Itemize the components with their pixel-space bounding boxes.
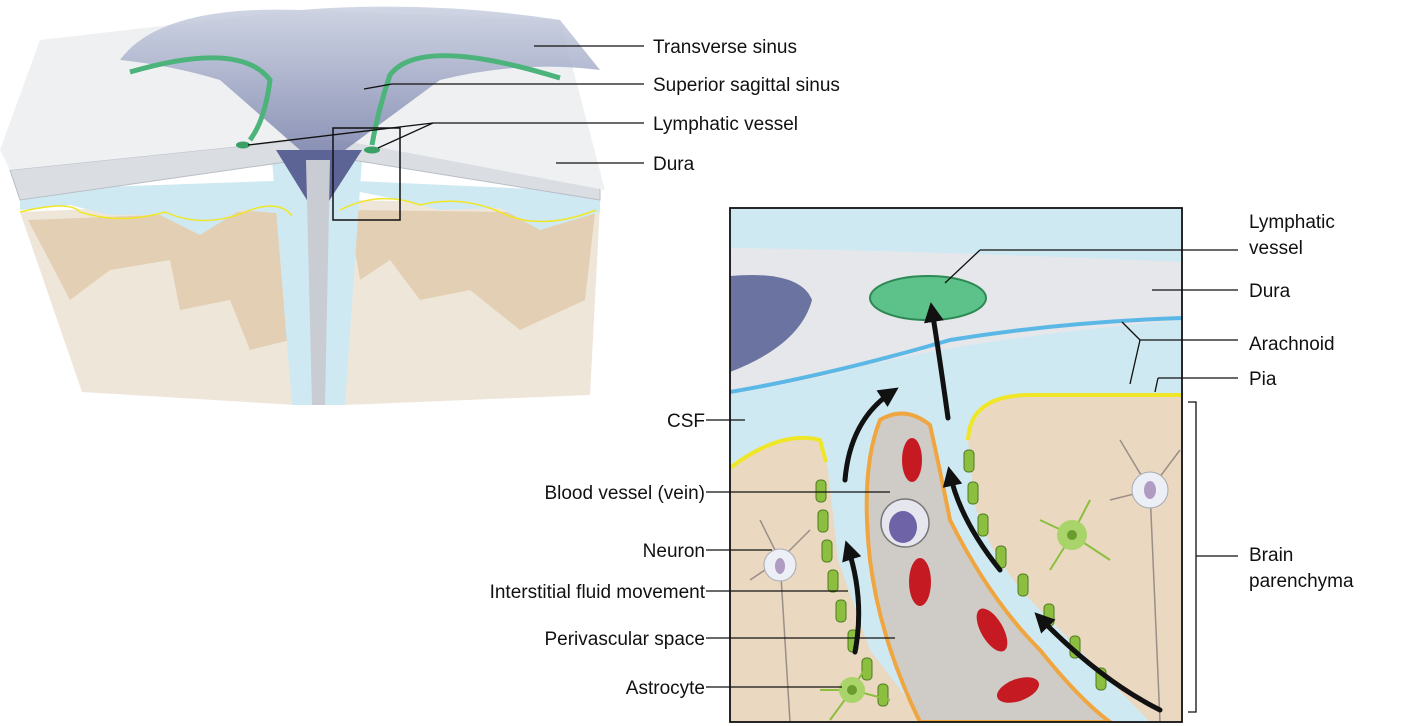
label-lymphatic-vessel-detail-line2: vessel — [1249, 238, 1303, 259]
label-transverse-sinus: Transverse sinus — [653, 37, 797, 58]
label-csf: CSF — [667, 411, 705, 432]
label-pia: Pia — [1249, 369, 1277, 390]
label-interstitial-fluid: Interstitial fluid movement — [490, 582, 706, 603]
label-blood-vessel: Blood vessel (vein) — [544, 483, 705, 504]
label-dura-detail: Dura — [1249, 281, 1291, 302]
red-blood-cell — [902, 438, 922, 482]
label-brain-parenchyma-line2: parenchyma — [1249, 571, 1354, 592]
label-brain-parenchyma-line1: Brain — [1249, 545, 1293, 566]
label-perivascular-space: Perivascular space — [544, 629, 705, 650]
label-superior-sagittal-sinus: Superior sagittal sinus — [653, 75, 840, 96]
label-arachnoid: Arachnoid — [1249, 334, 1335, 355]
overview-illustration — [0, 7, 605, 405]
lymphatic-vessel-detail — [870, 276, 986, 320]
label-neuron: Neuron — [643, 541, 705, 562]
red-blood-cell — [909, 558, 931, 606]
label-lymphatic-vessel-detail-line1: Lymphatic — [1249, 212, 1335, 233]
label-dura-overview: Dura — [653, 154, 695, 175]
detail-panel — [730, 208, 1182, 722]
label-astrocyte: Astrocyte — [626, 678, 705, 699]
label-lymphatic-vessel: Lymphatic vessel — [653, 114, 798, 135]
